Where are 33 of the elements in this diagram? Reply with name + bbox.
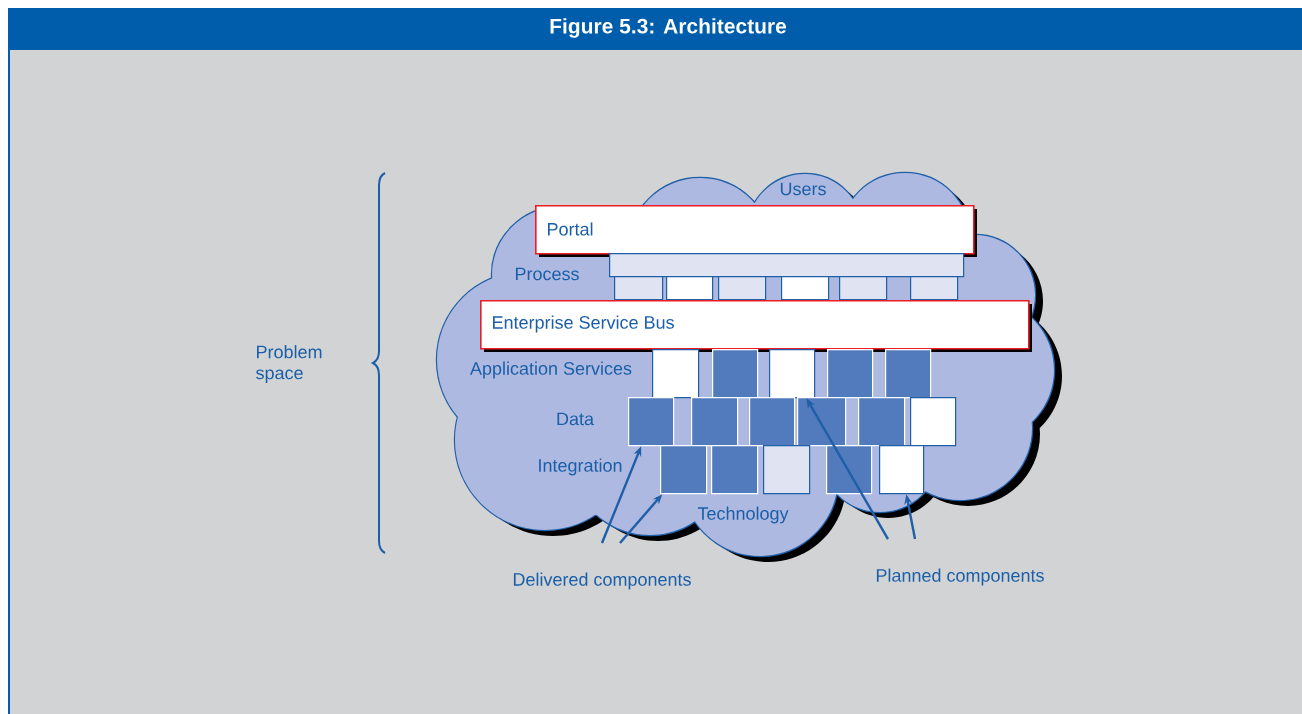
component-square bbox=[660, 445, 708, 495]
component-square bbox=[628, 397, 675, 447]
layer-label: Integration bbox=[539, 458, 622, 476]
component-square bbox=[691, 397, 739, 447]
bus-box: Portal bbox=[535, 205, 977, 257]
side-label: Problem space bbox=[256, 345, 322, 383]
component-square bbox=[826, 445, 873, 495]
component-square bbox=[718, 276, 767, 301]
component-square bbox=[652, 349, 700, 399]
layer-label: Technology bbox=[697, 506, 789, 524]
component-square bbox=[827, 349, 874, 399]
component-square bbox=[839, 276, 888, 301]
title-bar: Figure 5.3: Architecture bbox=[8, 8, 1302, 50]
component-square bbox=[763, 445, 811, 495]
component-square bbox=[910, 397, 957, 447]
component-square bbox=[885, 349, 932, 399]
component-square bbox=[666, 276, 714, 301]
layer-label: Users bbox=[780, 182, 826, 196]
component-square bbox=[711, 445, 759, 495]
layer-label: Process bbox=[515, 267, 579, 281]
component-square bbox=[797, 397, 847, 447]
layer-label: Data bbox=[557, 412, 594, 426]
callout-text: Delivered components bbox=[513, 572, 691, 590]
component-square bbox=[614, 276, 664, 301]
component-square bbox=[879, 445, 925, 495]
component-square bbox=[781, 276, 830, 301]
component-square bbox=[712, 349, 759, 399]
callout-text: Planned components bbox=[876, 568, 1044, 586]
component-square bbox=[910, 276, 959, 301]
component-square bbox=[858, 397, 906, 447]
component-square bbox=[769, 349, 816, 399]
component-square bbox=[749, 397, 796, 447]
layer-label: Application Services bbox=[470, 361, 632, 379]
